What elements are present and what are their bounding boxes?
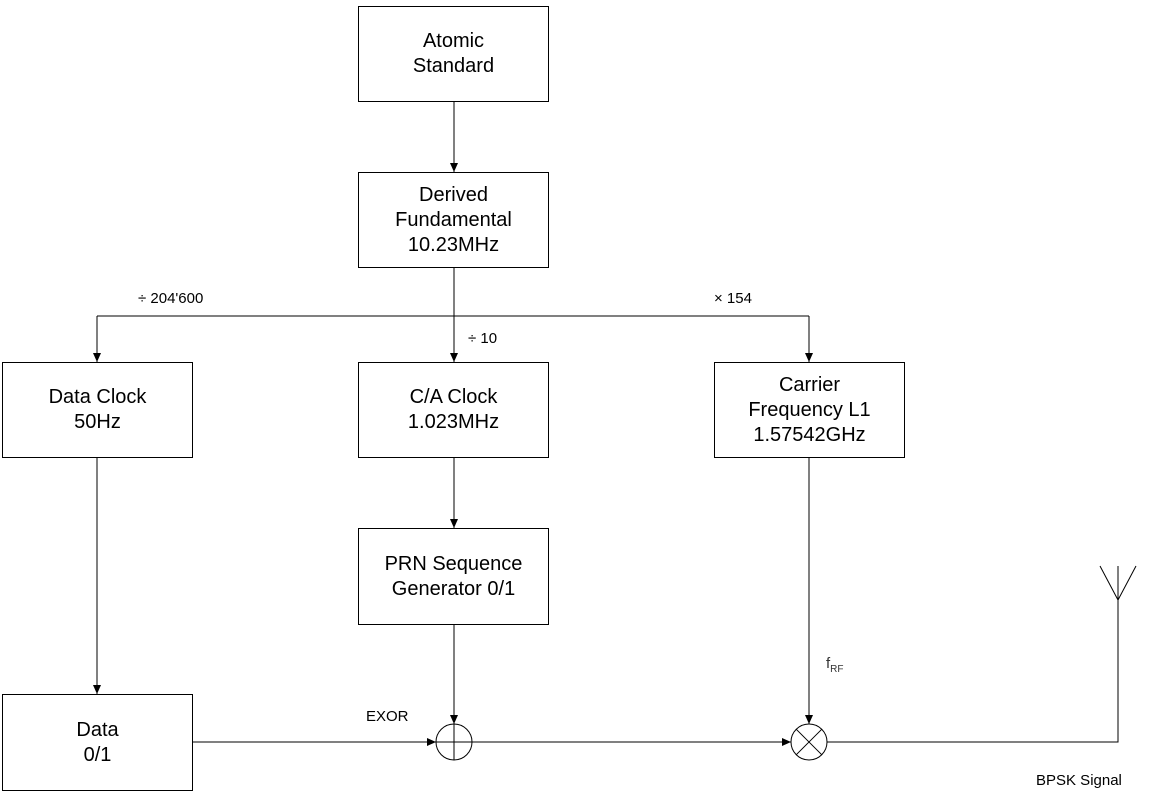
ca-clock-block: C/A Clock 1.023MHz [358, 362, 549, 458]
data-line-2: 0/1 [83, 743, 112, 766]
mixer-circle-cross-icon [790, 723, 828, 761]
ca-clock-line-2: 1.023MHz [407, 411, 500, 433]
carrier-frequency-line-1: Carrier [778, 373, 841, 396]
atomic-standard-line-1: Atomic [422, 30, 485, 52]
f-rf-label: fRF [826, 655, 844, 675]
ca-clock-line-1: C/A Clock [409, 386, 498, 408]
derived-fundamental-line-1: Derived [419, 183, 488, 206]
carrier-frequency-line-3: 1.57542GHz [753, 423, 866, 446]
atomic-standard-line-2: Standard [412, 55, 495, 77]
prn-generator-line-2: Generator 0/1 [391, 577, 516, 600]
prn-generator-block: PRN Sequence Generator 0/1 [358, 528, 549, 625]
f-rf-subscript: RF [830, 664, 844, 675]
derived-fundamental-line-3: 10.23MHz [407, 233, 500, 256]
antenna-icon [1099, 565, 1137, 601]
multiply-carrier-label: × 154 [714, 290, 752, 307]
derived-fundamental-line-2: Fundamental [395, 208, 512, 231]
atomic-standard-block: Atomic Standard [358, 6, 549, 102]
divide-data-label: ÷ 204'600 [138, 290, 204, 307]
divide-ca-label: ÷ 10 [468, 330, 498, 347]
bpsk-signal-label: BPSK Signal [1036, 772, 1122, 789]
carrier-frequency-line-2: Frequency L1 [748, 398, 871, 421]
prn-generator-line-1: PRN Sequence [384, 552, 523, 575]
exor-label: EXOR [366, 708, 409, 725]
data-clock-line-2: 50Hz [74, 411, 121, 433]
data-line-1: Data [76, 718, 119, 741]
data-clock-block: Data Clock 50Hz [2, 362, 193, 458]
line-mixer-to-antenna [827, 600, 1119, 743]
data-clock-line-1: Data Clock [48, 386, 147, 408]
carrier-frequency-block: Carrier Frequency L1 1.57542GHz [714, 362, 905, 458]
f-rf-main: f [826, 655, 831, 672]
derived-fundamental-block: Derived Fundamental 10.23MHz [358, 172, 549, 268]
xor-circle-plus-icon [435, 723, 473, 761]
data-block: Data 0/1 [2, 694, 193, 791]
